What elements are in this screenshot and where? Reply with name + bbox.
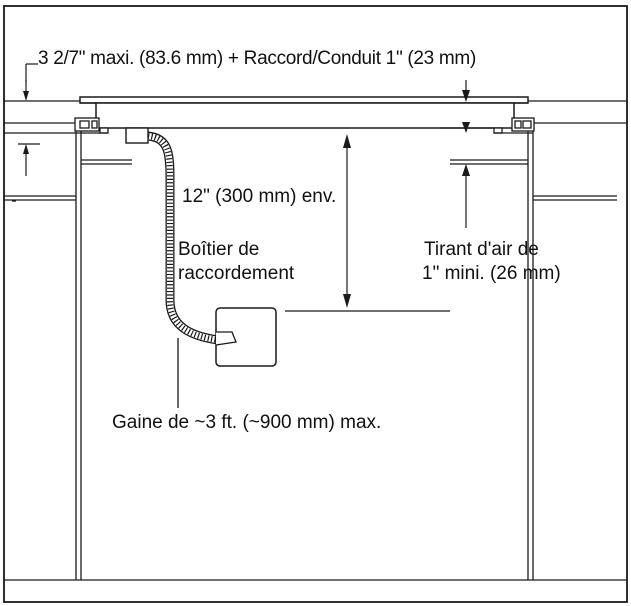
- bracket-right: [511, 117, 535, 132]
- shelf-right: [450, 132, 617, 201]
- air-gap-dimension-arrows: [440, 80, 494, 228]
- junction-box: [215, 307, 277, 367]
- air-gap-label-line1: Tirant d'air de: [424, 239, 539, 260]
- bracket-left: [74, 117, 100, 132]
- junction-box-label-line1: Boîtier de: [178, 239, 260, 260]
- cooktop: [79, 96, 529, 129]
- shelf-left: [4, 132, 132, 201]
- cabinet-wall-right: [527, 131, 534, 580]
- cabinet-wall-left: [75, 131, 82, 580]
- clip-right: [493, 127, 503, 134]
- junction-box-label-line2: raccordement: [178, 263, 295, 284]
- countertop-right: [528, 100, 627, 124]
- depth-dimension-arrows: [285, 134, 450, 312]
- flexible-conduit: [147, 131, 219, 345]
- terminal-block: [125, 127, 149, 144]
- depth-note: 12" (300 mm) env.: [182, 186, 337, 207]
- air-gap-label-line2: 1" mini. (26 mm): [422, 263, 561, 284]
- countertop-left: [4, 100, 80, 124]
- conduit-note: Gaine de ~3 ft. (~900 mm) max.: [112, 412, 382, 433]
- diagram-frame: [3, 5, 628, 603]
- height-note: 3 2/7" maxi. (83.6 mm) + Raccord/Conduit…: [38, 48, 476, 69]
- height-dimension-arrows: [12, 63, 40, 202]
- clip-left: [99, 127, 109, 134]
